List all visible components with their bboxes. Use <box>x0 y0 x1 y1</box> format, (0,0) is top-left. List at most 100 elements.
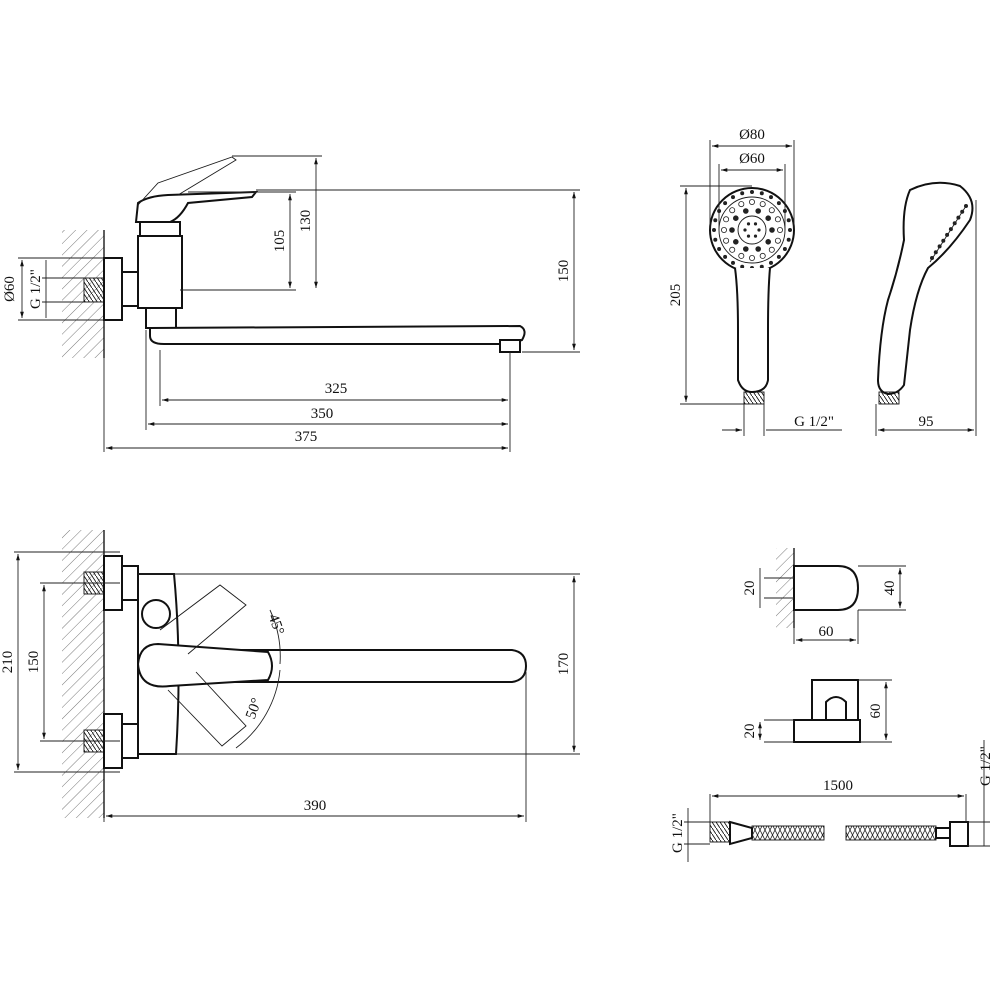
spout-collar <box>145 307 177 329</box>
nozzle-dot <box>746 234 751 238</box>
nozzle-dot <box>759 201 766 208</box>
nozzle-dot <box>769 227 775 233</box>
bracket-dim-60-label: 60 <box>868 704 884 719</box>
nozzle-dot <box>738 252 745 259</box>
nozzle-dot <box>732 215 739 222</box>
nozzle-dot <box>765 215 771 222</box>
top-view-dimensions: 325 350 375 105 130 150 Ø60 G 1/2" <box>2 155 580 452</box>
dim-390-label: 390 <box>304 798 327 814</box>
angle-50-label: 50° <box>243 696 265 721</box>
nozzle-dot <box>742 208 749 214</box>
holder-dim-20-label: 20 <box>742 581 758 596</box>
nozzle-dot <box>755 208 761 214</box>
nozzle-dot <box>777 226 784 233</box>
hand-shower-dimensions: Ø80 Ø60 205 G 1/2" 95 <box>668 127 977 436</box>
shower-nozzles <box>712 189 793 270</box>
shower-thread <box>743 391 765 405</box>
nozzle-dot <box>937 244 942 249</box>
dim-150f-label: 150 <box>26 651 42 674</box>
nozzle-dot <box>738 201 745 208</box>
hose-dim-1500-label: 1500 <box>823 778 853 794</box>
nozzle-dot <box>731 195 736 200</box>
nozzle-dot <box>743 228 747 232</box>
mixer-side-view <box>62 156 526 358</box>
nozzle-dot <box>721 226 728 233</box>
nozzle-dot <box>948 227 953 232</box>
nozzle-dot <box>952 221 957 226</box>
shower-side-nozzles <box>930 204 968 260</box>
nozzle-dot <box>956 215 961 220</box>
nozzle-dot <box>776 254 781 259</box>
hand-shower-front <box>709 187 795 405</box>
lever-raised-outline <box>137 156 237 206</box>
nozzle-dot <box>757 228 761 232</box>
nozzle-dot <box>776 201 781 206</box>
nozzle-dot <box>774 216 781 223</box>
dim-210-label: 210 <box>0 651 16 674</box>
nozzle-dot <box>740 191 745 196</box>
hose-thread-left-label: G 1/2" <box>670 813 686 853</box>
nozzle-dot <box>759 264 764 269</box>
dim-d60s-label: Ø60 <box>739 151 765 167</box>
shower-side-thread <box>878 391 900 405</box>
hand-shower-side <box>876 181 974 405</box>
aerator <box>499 339 521 353</box>
nozzle-dot <box>765 239 771 245</box>
dim-375-label: 375 <box>295 429 318 445</box>
nozzle-dot <box>945 232 950 237</box>
front-view-dimensions: 210 150 170 390 <box>0 551 580 822</box>
nozzle-dot <box>729 227 735 233</box>
shower-handle <box>734 267 771 394</box>
nozzle-dot <box>769 260 774 265</box>
wall-holder-body <box>793 565 860 611</box>
dim-325-label: 325 <box>325 381 348 397</box>
nozzle-dot <box>753 234 758 238</box>
nozzle-dot <box>933 250 938 255</box>
nozzle-dot <box>749 254 756 261</box>
nozzle-dot <box>759 252 766 259</box>
dim-205-label: 205 <box>668 284 684 307</box>
shower-side-body <box>876 181 974 396</box>
nozzle-dot <box>788 227 793 232</box>
nozzle-dot <box>717 246 722 251</box>
inlet-thread <box>83 277 105 303</box>
nozzle-dot <box>723 201 728 206</box>
nozzle-dot <box>712 227 717 232</box>
bracket-dim-20-label: 20 <box>742 724 758 739</box>
angle-45-label: 45° <box>265 612 287 637</box>
nozzle-dot <box>782 246 787 251</box>
nozzle-dot <box>755 246 761 252</box>
shower-bracket: 20 60 <box>742 679 892 743</box>
nozzle-dot <box>749 198 756 205</box>
cartridge-cap <box>139 221 181 237</box>
nozzle-dot <box>729 207 736 214</box>
dim-d80-label: Ø80 <box>739 127 765 143</box>
dim-350-label: 350 <box>311 406 334 422</box>
hose-segment-right <box>845 825 937 841</box>
wall-holder: 20 40 60 <box>742 548 906 644</box>
holder-dim-40-label: 40 <box>882 581 898 596</box>
nozzle-dot <box>759 191 764 196</box>
dim-d60-label: Ø60 <box>2 276 18 302</box>
nozzle-dot <box>753 222 758 226</box>
shower-hose: 1500 G 1/2" G 1/2" <box>670 740 994 862</box>
nozzle-dot <box>964 204 968 208</box>
hose-thread-right-label: G 1/2" <box>978 746 994 786</box>
nozzle-dot <box>750 189 755 194</box>
nozzle-dot <box>786 218 791 223</box>
nozzle-dot <box>742 246 749 252</box>
nozzle-dot <box>930 256 934 260</box>
dim-g12-label: G 1/2" <box>28 269 44 309</box>
nozzle-dot <box>723 237 730 244</box>
dim-105-label: 105 <box>272 230 288 253</box>
lever-rotated-50 <box>167 671 247 747</box>
eccentric-nut <box>121 271 139 307</box>
nozzle-dot <box>740 264 745 269</box>
dim-130-label: 130 <box>298 210 314 233</box>
nozzle-dot <box>769 195 774 200</box>
nozzle-dot <box>941 238 946 243</box>
dim-95-label: 95 <box>919 414 934 430</box>
lever-rotated-45 <box>159 584 247 655</box>
nozzle-dot <box>713 218 718 223</box>
